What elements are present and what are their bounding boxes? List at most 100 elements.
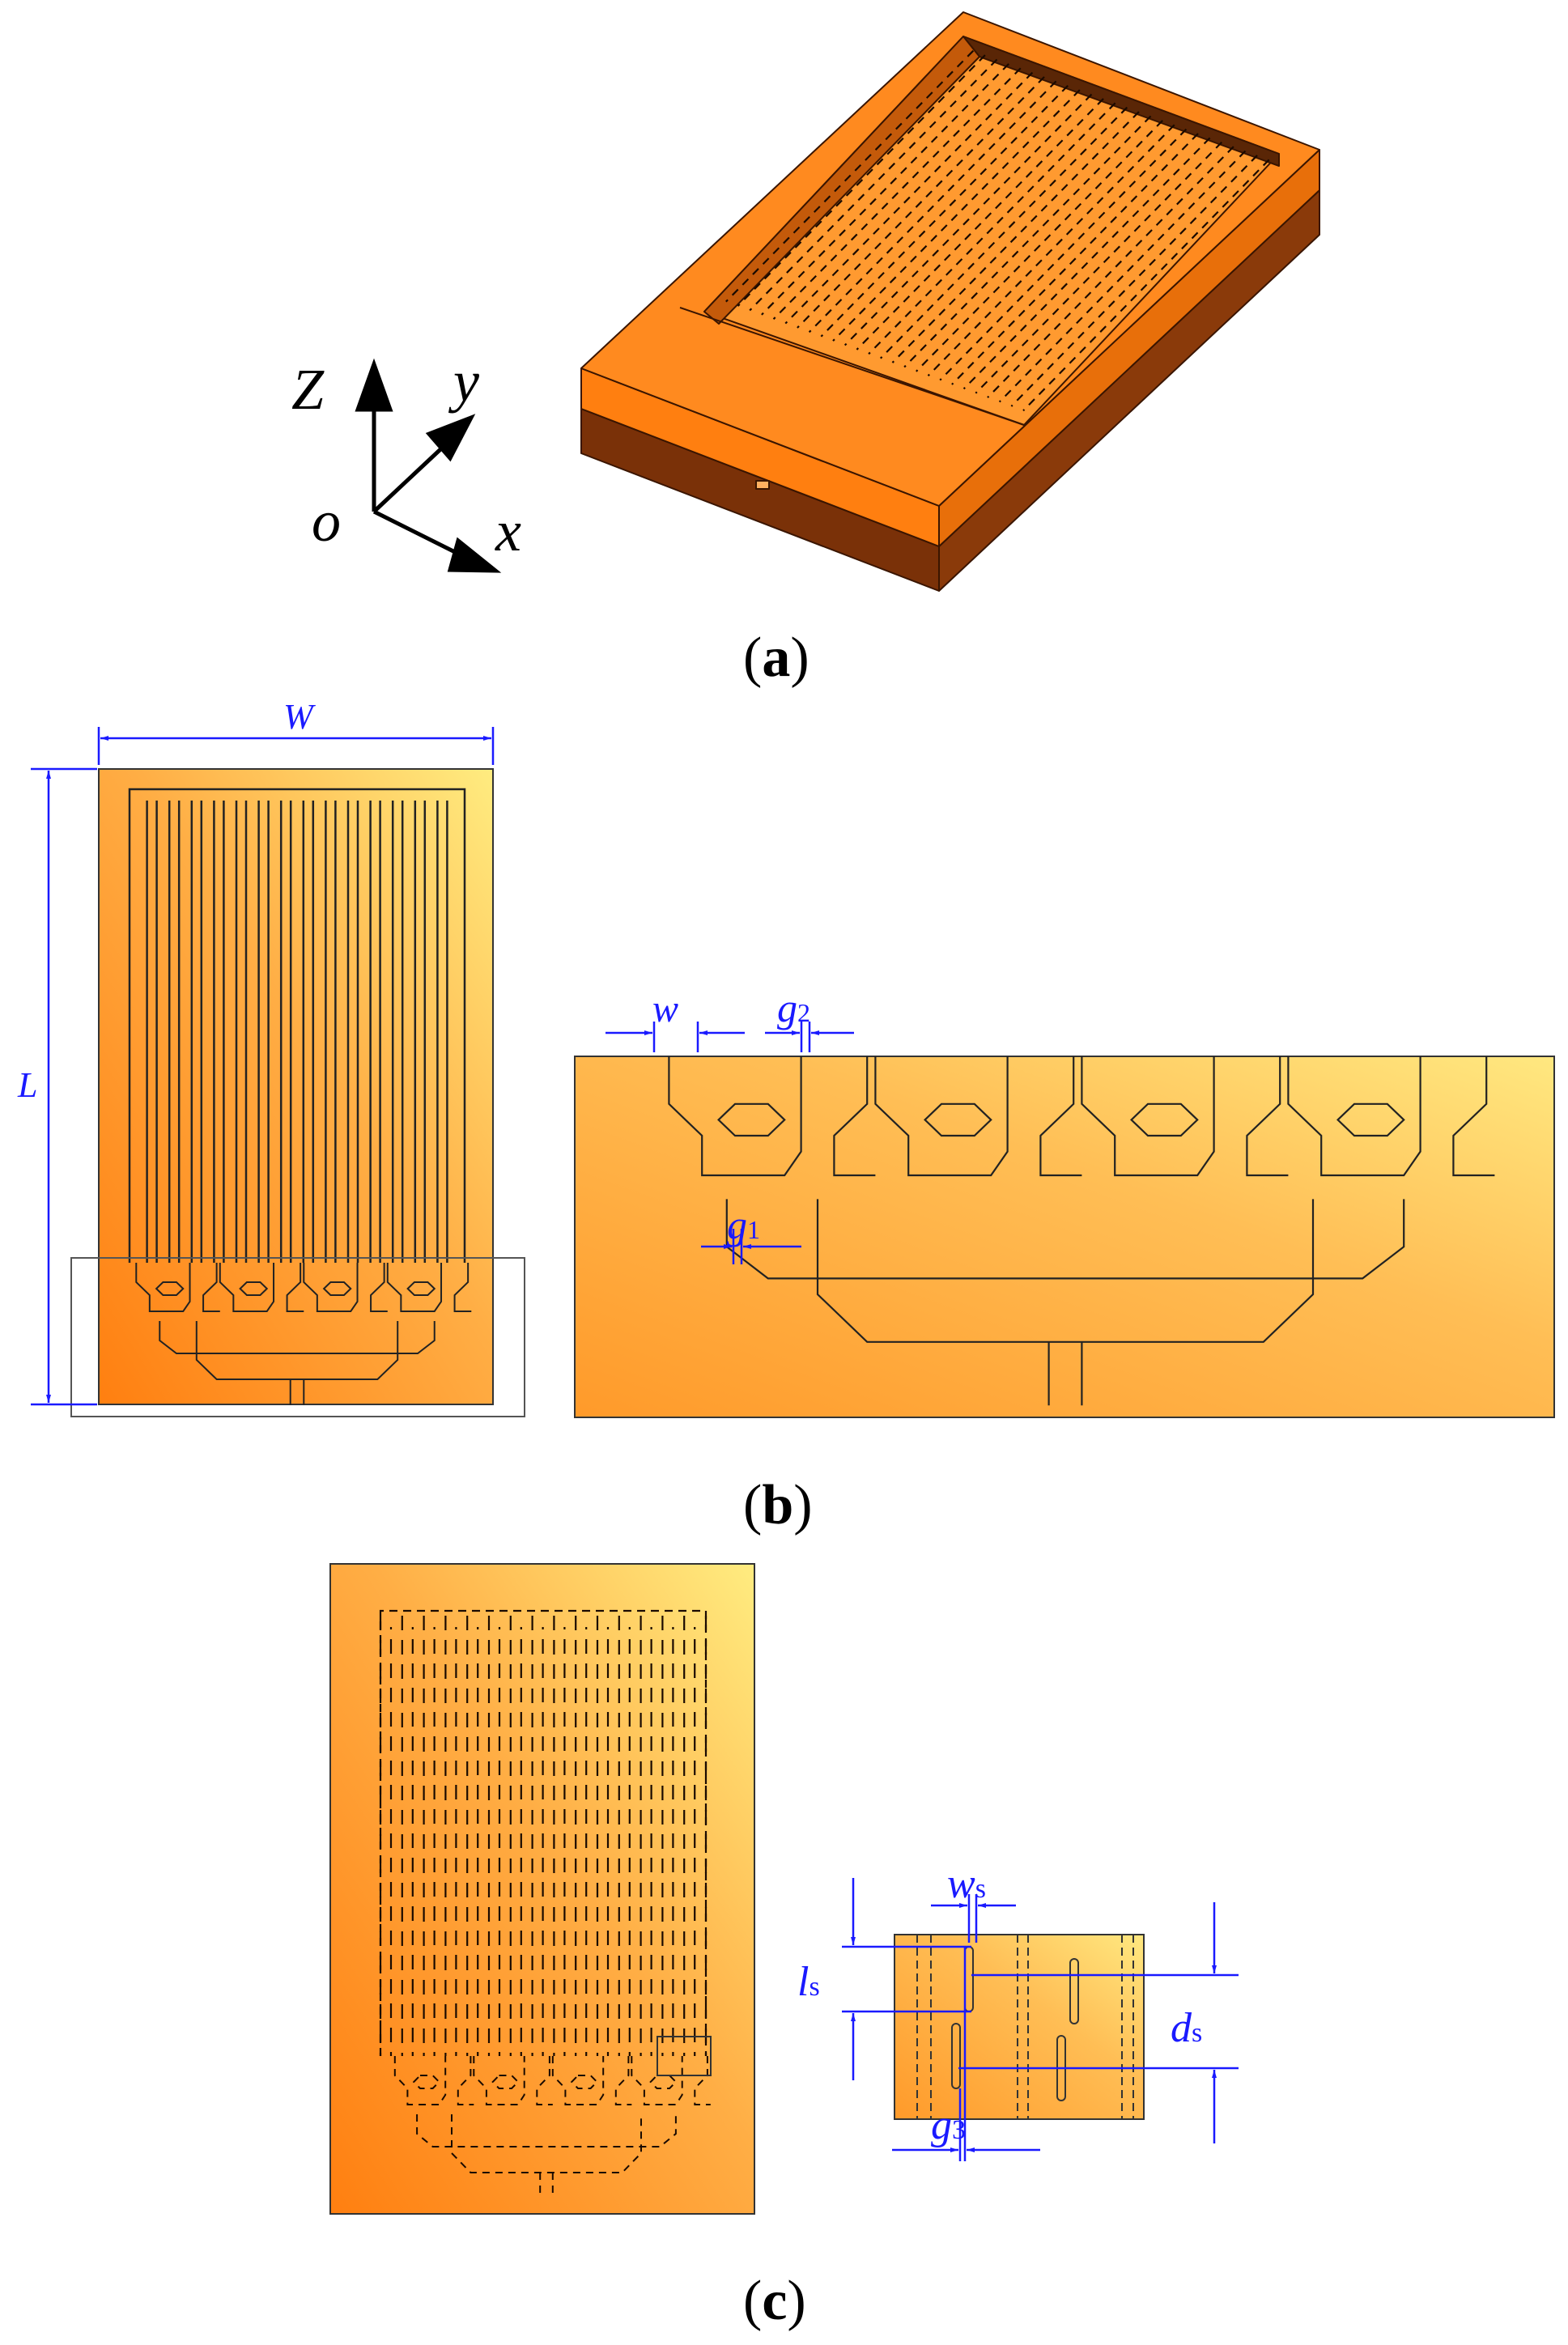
feed-branch (536, 2056, 553, 2105)
feed-branch (874, 1056, 1009, 1177)
feed-tree-small (135, 1263, 472, 1405)
dim-W-label: W (283, 697, 316, 737)
slot-row-3d (737, 54, 986, 307)
dimension-ls: ls (797, 1878, 971, 2080)
slot-row-3d (797, 76, 1045, 329)
feed-branch (202, 1263, 220, 1312)
slot-row-3d (916, 120, 1163, 372)
feed-trunk (725, 1199, 1405, 1280)
caption-c: (c) (743, 2270, 806, 2332)
feed-branch (393, 2056, 447, 2105)
feed-branch (386, 1263, 443, 1312)
feed-branch (1287, 1056, 1421, 1177)
slot-row-3d (939, 128, 1188, 381)
feed-branch (453, 1263, 472, 1312)
dim-g2-label: g2 (777, 985, 810, 1030)
feed-branch (219, 1263, 275, 1312)
panel-c: ws ls ds g3 (c) (329, 1563, 1239, 2332)
feed-trunk (159, 1321, 436, 1354)
dimension-L: L (17, 767, 97, 1406)
slot-row-3d (1022, 159, 1270, 412)
feed-branch (614, 2056, 632, 2105)
feed-branch (1452, 1056, 1495, 1177)
power-divider (649, 2075, 678, 2089)
power-divider (155, 1281, 185, 1296)
feed-tree-dashed (393, 2056, 711, 2198)
slot-detail-marker (657, 2036, 712, 2076)
feed-trunk (816, 1199, 1315, 1343)
power-divider (406, 1281, 436, 1296)
feed-branch (694, 2056, 711, 2105)
zoom-box (70, 1257, 525, 1417)
power-divider (491, 2075, 520, 2089)
slot-detail-plate (894, 1934, 1145, 2120)
feed-network-zoom-plate (574, 1056, 1555, 1418)
feed-branch (631, 2056, 683, 2105)
slot-row-3d (927, 124, 1175, 377)
slot-row-3d (891, 111, 1140, 363)
axis-x-label: x (495, 499, 521, 563)
slot-row-3d (975, 141, 1223, 394)
dimension-W: W (97, 697, 495, 765)
feed-branch (370, 1263, 388, 1312)
dimension-g2: g2 (765, 985, 854, 1052)
axis-origin-label: o (312, 489, 341, 554)
power-divider (924, 1102, 992, 1137)
waveguide-channels (128, 788, 466, 1263)
power-divider (412, 2075, 440, 2089)
dimension-g1: g1 (701, 1202, 801, 1264)
channel-outline (128, 788, 466, 1263)
dim-g1-label: g1 (727, 1202, 760, 1247)
antenna-3d-model (580, 11, 1320, 592)
slot-outline (379, 1609, 708, 2056)
slot-row-3d (832, 89, 1081, 342)
dim-ls-label: ls (797, 1959, 820, 2005)
slot-row-3d (903, 115, 1152, 368)
dimension-ws: ws (931, 1861, 1016, 1943)
feed-branch (457, 2056, 474, 2105)
slot-array-3d (725, 49, 1270, 412)
slot-row-3d (784, 71, 1034, 325)
power-divider (1130, 1102, 1199, 1137)
slot-row-3d (820, 84, 1069, 338)
slot-row-3d (772, 67, 1022, 321)
feed-branch (303, 1263, 359, 1312)
dimension-w: w (606, 988, 745, 1052)
panel-a: Z y x o (a) (291, 11, 1320, 689)
feed-branch (1081, 1056, 1215, 1177)
dimension-ds: ds (958, 1902, 1239, 2143)
power-divider (322, 1281, 352, 1296)
dim-w-label: w (652, 988, 678, 1030)
axis-y-label: y (448, 349, 479, 414)
slot-row-3d (843, 93, 1093, 346)
slot-row-3d (725, 49, 975, 303)
dim-ws-label: ws (947, 1861, 986, 1907)
slot-row-3d (1010, 155, 1258, 407)
caption-a: (a) (743, 627, 809, 689)
slot-row-3d (808, 80, 1057, 333)
caption-b: (b) (743, 1474, 813, 1536)
power-divider (717, 1102, 786, 1137)
dim-ds-label: ds (1171, 2005, 1202, 2051)
slot-row-3d (749, 58, 998, 312)
power-divider (239, 1281, 269, 1296)
dimension-g3: g3 (892, 1947, 1040, 2161)
axes-triad (355, 358, 502, 573)
feed-trunk (416, 2114, 677, 2147)
feed-tree-zoom (668, 1056, 1495, 1406)
power-divider (1336, 1102, 1405, 1137)
feed-branch (286, 1263, 304, 1312)
power-divider (570, 2075, 598, 2089)
slot-row-3d (879, 106, 1128, 359)
dim-L-label: L (17, 1065, 37, 1105)
feed-branch (668, 1056, 802, 1177)
slot-row-3d (962, 137, 1211, 390)
slot-row-3d (998, 150, 1247, 403)
feed-branch (473, 2056, 525, 2105)
feed-branch (1246, 1056, 1289, 1177)
feed-branch (1039, 1056, 1082, 1177)
feed-trunk (195, 1321, 399, 1380)
feed-network-plate (98, 768, 494, 1405)
feed-trunk (451, 2114, 642, 2173)
